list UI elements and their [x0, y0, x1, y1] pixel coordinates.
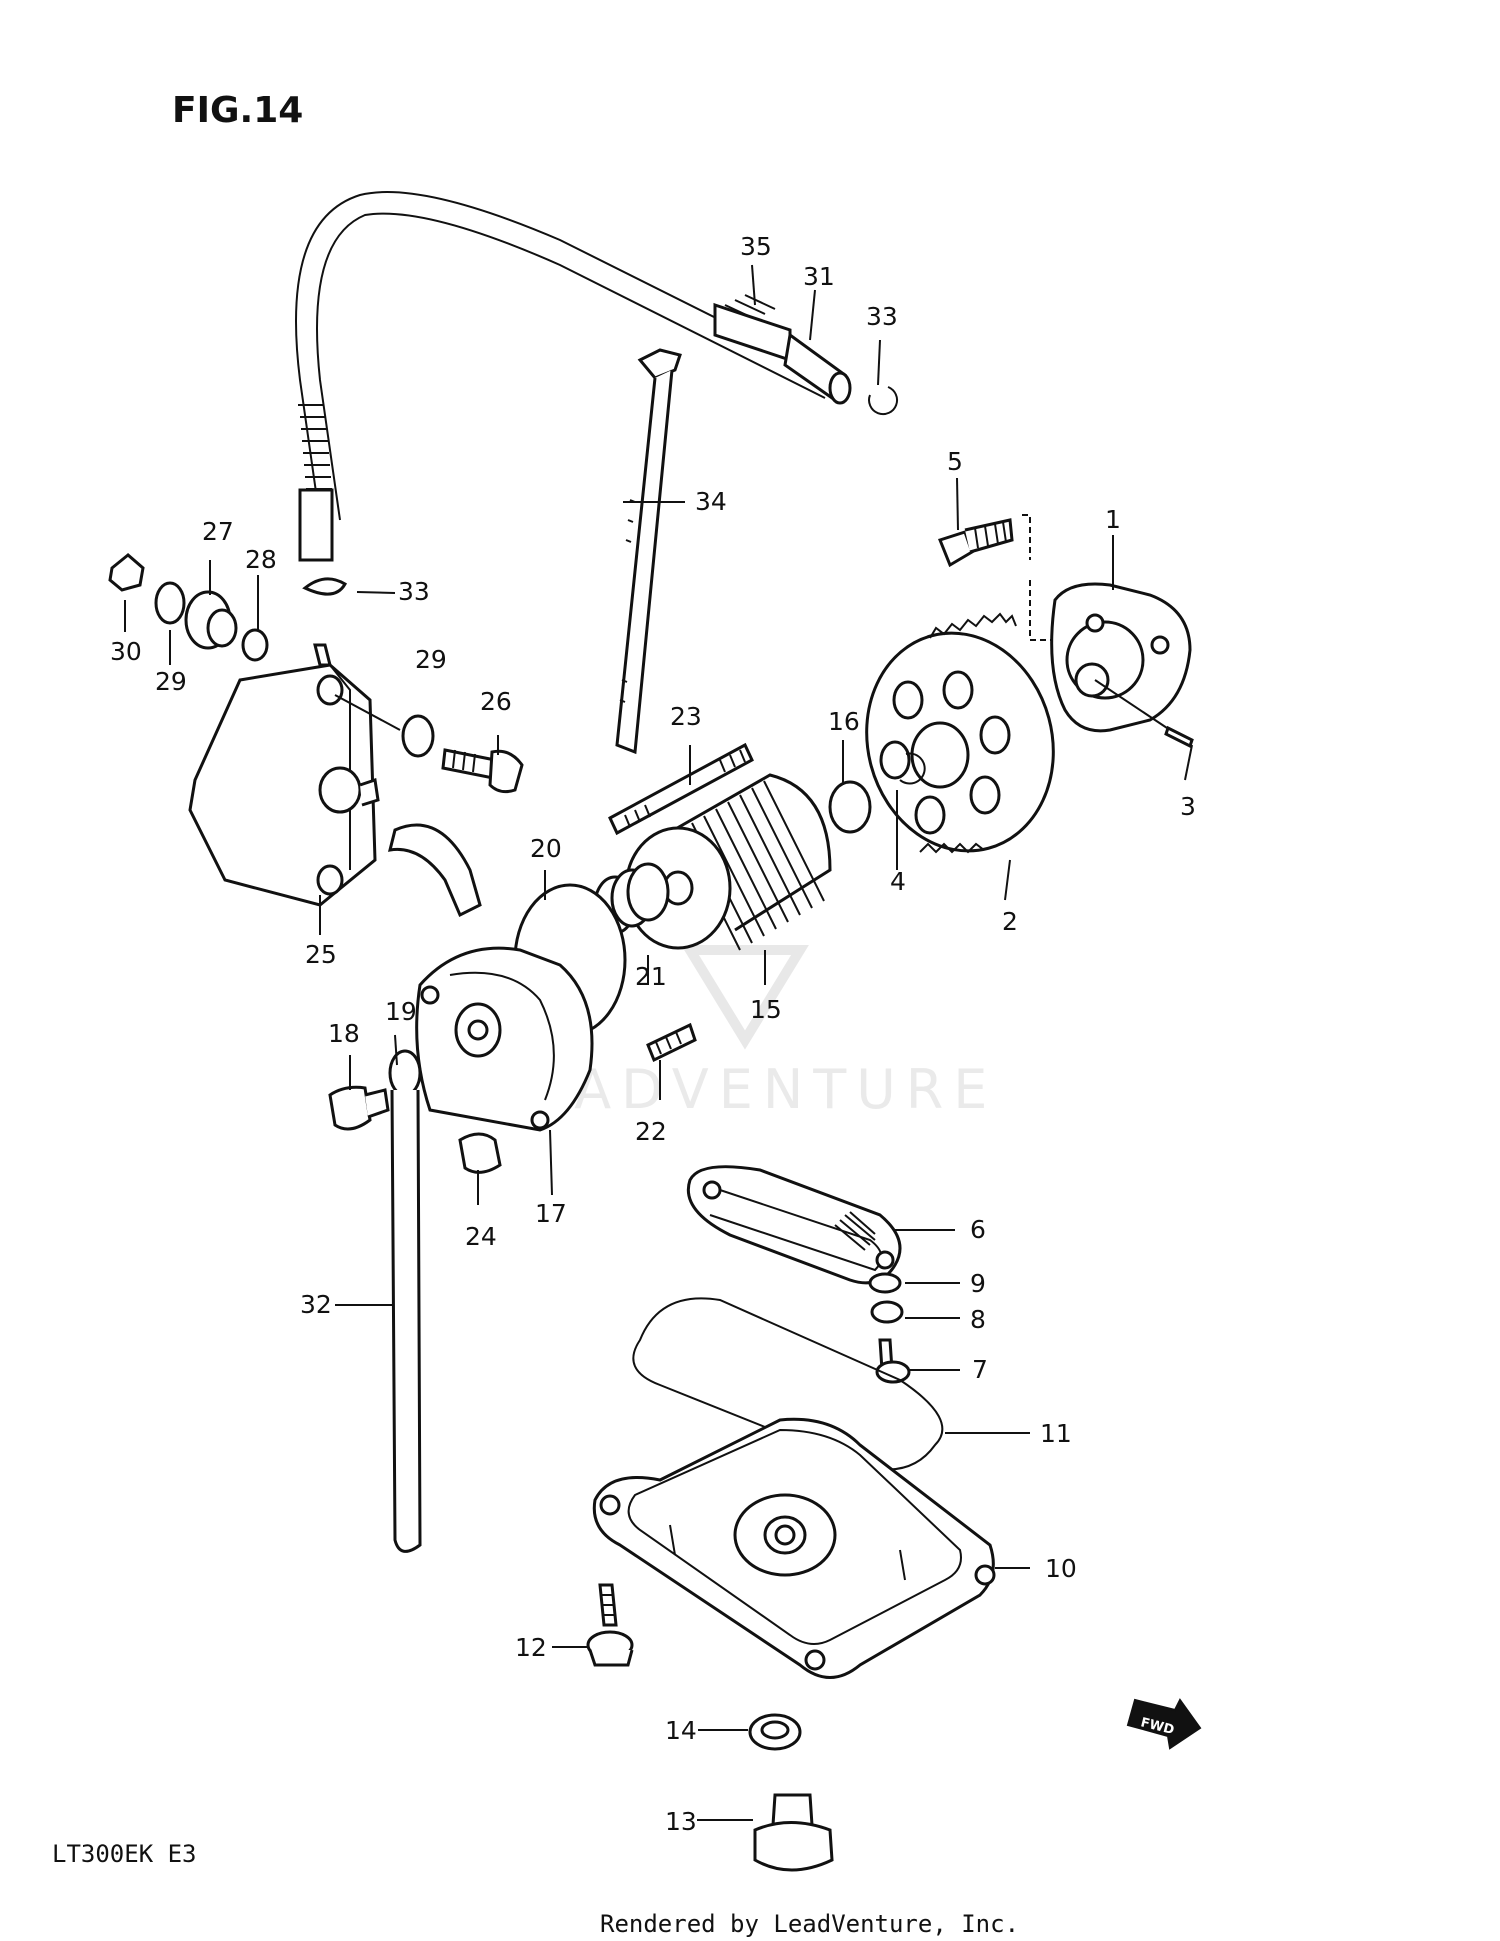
pump-shaft-lead — [1094, 679, 1171, 731]
part-cushion-27 — [184, 590, 238, 650]
callout-29-right: 29 — [415, 645, 447, 674]
callout-23: 23 — [670, 702, 702, 731]
part-hose-lower — [390, 1089, 422, 1553]
part-hose-short — [387, 823, 482, 918]
part-bolt-12 — [586, 1583, 634, 1667]
callout-30: 30 — [110, 637, 142, 666]
callout-22: 22 — [635, 1117, 667, 1146]
callout-11: 11 — [1040, 1419, 1072, 1448]
part-nut-30 — [108, 553, 145, 592]
part-oil-pump-gear — [865, 612, 1055, 854]
callout-26: 26 — [480, 687, 512, 716]
callout-2: 2 — [1002, 907, 1018, 936]
part-drain-plug-13 — [753, 1793, 834, 1872]
callout-1: 1 — [1105, 505, 1121, 534]
callout-10: 10 — [1045, 1554, 1077, 1583]
part-stud-23 — [608, 742, 754, 836]
part-washer-9 — [868, 1272, 902, 1294]
callout-17: 17 — [535, 1199, 567, 1228]
part-bolt-26 — [441, 748, 524, 794]
cover-lead — [334, 694, 401, 731]
part-tie-band — [615, 348, 682, 755]
part-clip-lower — [302, 577, 348, 596]
callout-28: 28 — [245, 545, 277, 574]
part-breather-cover — [188, 643, 380, 907]
part-gasket-14 — [748, 1713, 802, 1751]
callout-13: 13 — [665, 1807, 697, 1836]
part-filter-cover — [415, 946, 594, 1132]
part-nut-24 — [458, 1132, 502, 1174]
callout-24: 24 — [465, 1222, 497, 1251]
part-oil-pan — [592, 1417, 996, 1679]
render-credit: Rendered by LeadVenture, Inc. — [600, 1910, 1019, 1938]
part-screw-7 — [875, 1338, 911, 1384]
callout-6: 6 — [970, 1215, 986, 1244]
forward-badge: FWD — [1126, 1698, 1202, 1750]
part-oil-pump — [1050, 582, 1192, 733]
part-o-ring-16 — [828, 780, 872, 834]
callout-21: 21 — [635, 962, 667, 991]
callout-8: 8 — [970, 1305, 986, 1334]
callout-7: 7 — [972, 1355, 988, 1384]
part-washer-19 — [388, 1049, 422, 1097]
callout-12: 12 — [515, 1633, 547, 1662]
callout-9: 9 — [970, 1269, 986, 1298]
callout-31: 31 — [803, 262, 835, 291]
part-oil-hose — [295, 191, 852, 562]
part-washer-8 — [870, 1300, 904, 1324]
callout-5: 5 — [947, 447, 963, 476]
part-bolt-18 — [328, 1085, 390, 1131]
callout-16: 16 — [828, 707, 860, 736]
part-stud-22 — [646, 1022, 697, 1063]
callout-27: 27 — [202, 517, 234, 546]
part-o-ring-11 — [632, 1297, 944, 1471]
callout-3: 3 — [1180, 792, 1196, 821]
callout-18: 18 — [328, 1019, 360, 1048]
part-strainer — [686, 1165, 902, 1285]
callout-14: 14 — [665, 1716, 697, 1745]
callout-33-top: 33 — [866, 302, 898, 331]
part-collar-28 — [241, 628, 269, 662]
leader-lines — [124, 264, 1193, 1821]
callout-34: 34 — [695, 487, 727, 516]
figure-title: FIG.14 — [172, 90, 303, 131]
callout-20: 20 — [530, 834, 562, 863]
part-pin-3 — [1164, 725, 1194, 749]
callout-29-left: 29 — [155, 667, 187, 696]
callout-32: 32 — [300, 1290, 332, 1319]
part-bolt-5 — [938, 518, 1014, 568]
callout-4: 4 — [890, 867, 906, 896]
callout-labels: 35 31 33 5 1 34 33 27 28 30 29 29 26 23 … — [110, 232, 1196, 1836]
callout-25: 25 — [305, 940, 337, 969]
callout-19: 19 — [385, 997, 417, 1026]
model-code: LT300EK E3 — [52, 1840, 197, 1868]
part-washer-29-left — [154, 581, 186, 625]
part-circlip-4 — [899, 752, 926, 785]
callout-33-left: 33 — [398, 577, 430, 606]
callout-15: 15 — [750, 995, 782, 1024]
callout-35: 35 — [740, 232, 772, 261]
part-washer-29-right — [401, 714, 435, 758]
part-clip-upper — [868, 386, 898, 416]
